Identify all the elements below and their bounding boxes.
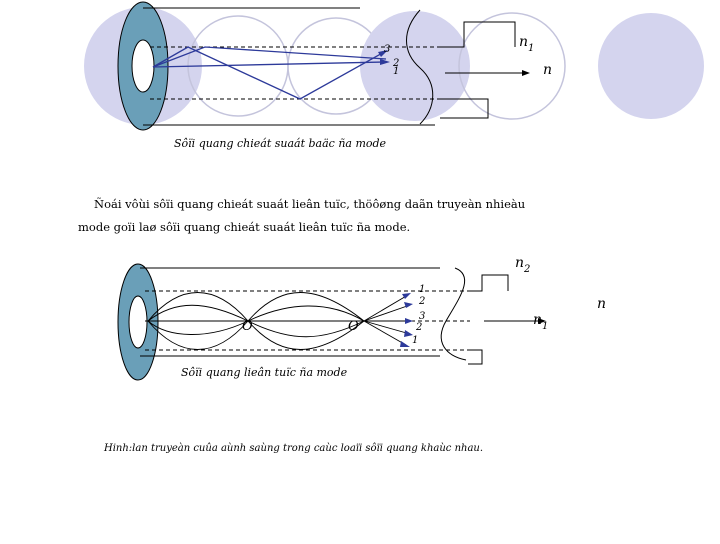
ray-curve: [147, 305, 365, 335]
exit-ray-arrow: [404, 302, 413, 308]
refractive-index-subscript: 1: [528, 43, 535, 54]
fiber-cut-wave: [440, 267, 467, 361]
fiber-cut-wave: [406, 9, 434, 125]
description-line-1: Ñoái vôùi sôïi quang chieát suaát lieân …: [94, 197, 526, 211]
refractive-index-symbol: n: [533, 312, 543, 328]
exit-ray-arrow: [405, 318, 413, 324]
index-profile-graded-low: [468, 349, 483, 365]
exit-ray-5: [363, 320, 407, 346]
refractive-index-subscript: 1: [542, 321, 549, 332]
fiber-end-core: [128, 295, 148, 349]
refractive-index-axis-arrow: [538, 318, 546, 324]
exit-ray-4: [363, 320, 411, 335]
step-index-fiber: [117, 1, 530, 131]
ray-1: [152, 61, 387, 68]
index-profile-graded: [468, 274, 509, 292]
ray-label-1: 1: [393, 66, 400, 77]
exit-ray-2: [363, 304, 411, 322]
exit-ray-arrow: [404, 330, 413, 337]
refractive-index-core-label: n1: [519, 34, 534, 54]
refractive-index-symbol: n: [519, 34, 529, 50]
decor-circle: [360, 11, 470, 121]
ray-label-2: 2: [393, 58, 400, 69]
focus-point-left: O: [242, 319, 253, 334]
fiber-end-core: [131, 39, 155, 93]
index-profile-step-low: [440, 98, 489, 119]
exit-ray-1: [363, 294, 409, 322]
ray-3-arrow: [378, 50, 388, 57]
refractive-index-symbol: n: [515, 255, 525, 271]
ray-label-2: 2: [419, 296, 426, 307]
ray-label-3: 3: [419, 311, 426, 322]
decorative-circles: [84, 7, 704, 125]
step-index-caption: Sôïi quang chieát suaát baäc ña mode: [174, 137, 387, 150]
decor-circle: [458, 12, 566, 120]
ray-label-3: 3: [384, 44, 391, 55]
refractive-index-symbol: n: [597, 296, 607, 312]
graded-index-caption: Sôïi quang lieân tuïc ña mode: [181, 366, 348, 379]
decor-circle: [598, 13, 704, 119]
description-line-2: mode goïi laø sôïi quang chieát suaát li…: [78, 220, 411, 234]
figure-caption: Hinh:lan truyeàn cuûa aùnh saùng trong c…: [104, 443, 484, 454]
refractive-index-symbol: n: [543, 62, 553, 78]
refractive-index-core-label: n1: [533, 312, 548, 332]
refractive-index-cladding-label: n2: [515, 255, 530, 275]
exit-ray-arrow: [400, 341, 410, 347]
refractive-index-cladding-label: n: [543, 62, 553, 78]
refractive-index-axis-arrow: [522, 70, 530, 76]
ray-1-arrow: [380, 59, 390, 65]
ray-label-1: 1: [419, 284, 426, 295]
ray-label-2: 2: [416, 322, 423, 333]
refractive-index-outer-label: n: [597, 296, 607, 312]
ray-label-1: 1: [412, 335, 419, 346]
refractive-index-subscript: 2: [524, 264, 531, 275]
exit-ray-arrow: [402, 293, 411, 299]
ray-3: [152, 46, 387, 100]
graded-index-fiber: [117, 263, 546, 381]
index-profile-step: [440, 21, 516, 48]
focus-point-right: O: [348, 319, 359, 334]
ray-2: [152, 46, 387, 68]
